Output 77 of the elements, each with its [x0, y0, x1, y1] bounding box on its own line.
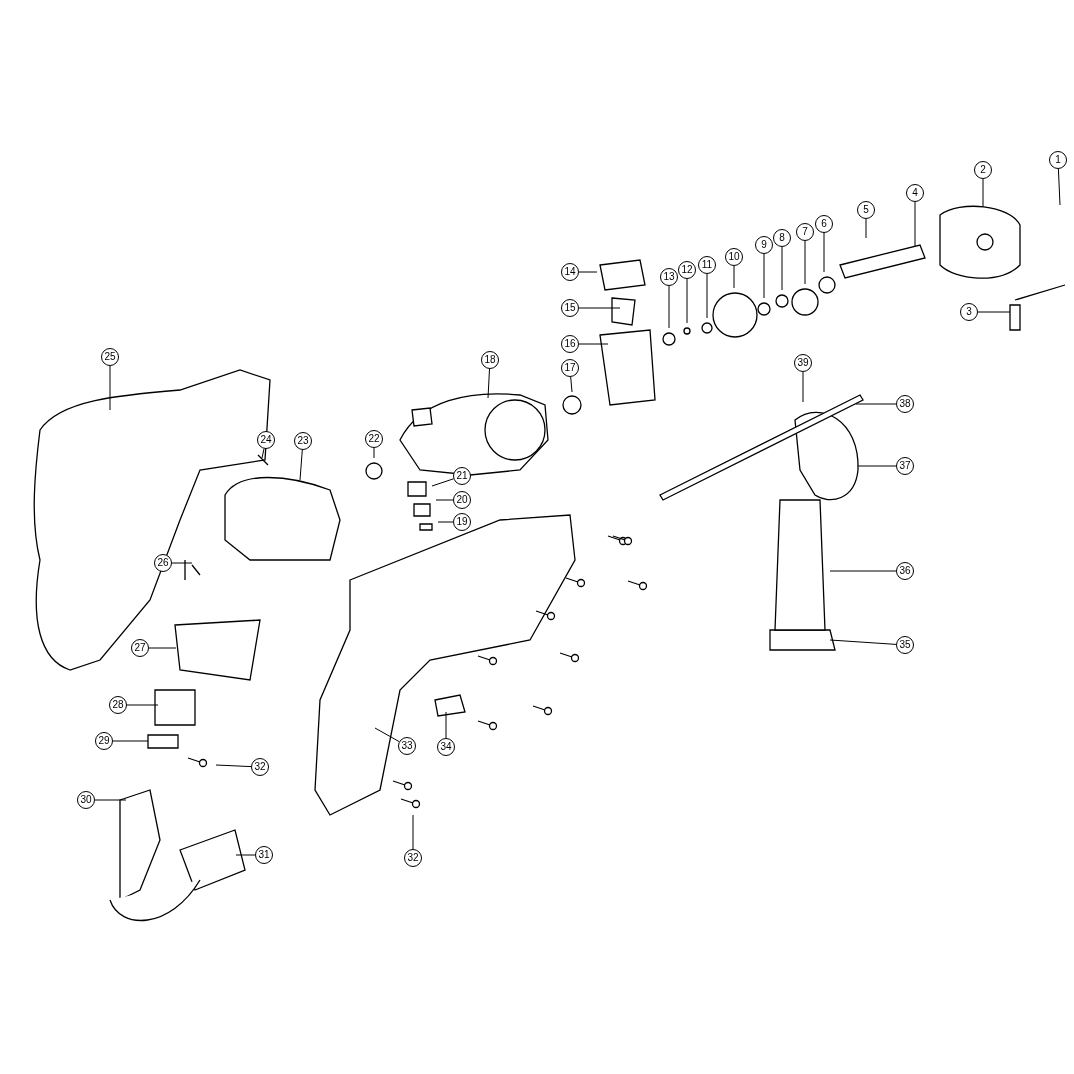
- leader-line: [914, 201, 916, 247]
- leader-line: [857, 465, 897, 467]
- callout-number: 2: [974, 161, 992, 179]
- callout-number: 32: [404, 849, 422, 867]
- leader-line: [112, 740, 149, 742]
- leader-line: [733, 265, 735, 289]
- leader-line: [570, 376, 573, 393]
- callout-number: 11: [698, 256, 716, 274]
- leader-line: [431, 478, 454, 487]
- leader-line: [865, 218, 867, 239]
- leader-line: [109, 365, 111, 411]
- leader-line: [373, 447, 375, 459]
- callout-number: 39: [794, 354, 812, 372]
- callout-number: 1: [1049, 151, 1067, 169]
- leader-line: [578, 307, 621, 309]
- leader-line: [437, 521, 454, 523]
- leader-line: [148, 647, 177, 649]
- callout-number: 22: [365, 430, 383, 448]
- leader-line: [235, 854, 256, 856]
- callout-number: 7: [796, 223, 814, 241]
- leader-line: [668, 285, 670, 329]
- callout-number: 3: [960, 303, 978, 321]
- leader-line: [829, 570, 897, 572]
- callout-number: 35: [896, 636, 914, 654]
- callout-number: 14: [561, 263, 579, 281]
- leader-line: [412, 814, 414, 850]
- leader-line: [829, 639, 897, 645]
- callout-number: 17: [561, 359, 579, 377]
- leader-line: [435, 499, 454, 501]
- callout-number: 20: [453, 491, 471, 509]
- leader-line: [94, 799, 127, 801]
- callout-number: 8: [773, 229, 791, 247]
- callout-number: 18: [481, 351, 499, 369]
- callout-number: 23: [294, 432, 312, 450]
- callout-number: 12: [678, 261, 696, 279]
- leader-line: [706, 273, 708, 319]
- leader-line: [982, 178, 984, 208]
- callout-number: 33: [398, 737, 416, 755]
- leader-line: [299, 449, 303, 481]
- callout-number: 13: [660, 268, 678, 286]
- callout-number: 34: [437, 738, 455, 756]
- leader-line: [977, 311, 1011, 313]
- leader-line: [823, 232, 825, 273]
- callout-number: 10: [725, 248, 743, 266]
- callout-number: 30: [77, 791, 95, 809]
- callout-number: 32: [251, 758, 269, 776]
- callout-number: 38: [896, 395, 914, 413]
- callout-number: 36: [896, 562, 914, 580]
- leader-line: [855, 403, 897, 405]
- leader-line: [578, 271, 598, 273]
- leader-line: [804, 240, 806, 285]
- callout-number: 31: [255, 846, 273, 864]
- callout-number: 27: [131, 639, 149, 657]
- callout-number: 9: [755, 236, 773, 254]
- leader-line: [215, 764, 252, 768]
- leader-line: [1057, 168, 1061, 206]
- callout-number: 5: [857, 201, 875, 219]
- callout-number: 28: [109, 696, 127, 714]
- callout-number: 37: [896, 457, 914, 475]
- leader-line: [261, 448, 265, 459]
- leader-line: [802, 371, 804, 403]
- callout-number: 4: [906, 184, 924, 202]
- leader-line: [126, 704, 159, 706]
- leader-line: [374, 727, 400, 743]
- leader-line: [445, 711, 447, 739]
- leader-line: [578, 343, 609, 345]
- leader-line: [686, 278, 688, 324]
- leader-line: [171, 562, 193, 564]
- callout-number: 25: [101, 348, 119, 366]
- callout-number: 6: [815, 215, 833, 233]
- callout-number: 16: [561, 335, 579, 353]
- leader-line: [763, 253, 765, 299]
- leader-line: [781, 246, 783, 291]
- callout-number: 29: [95, 732, 113, 750]
- leader-line: [487, 368, 490, 399]
- callout-number: 19: [453, 513, 471, 531]
- callout-number: 15: [561, 299, 579, 317]
